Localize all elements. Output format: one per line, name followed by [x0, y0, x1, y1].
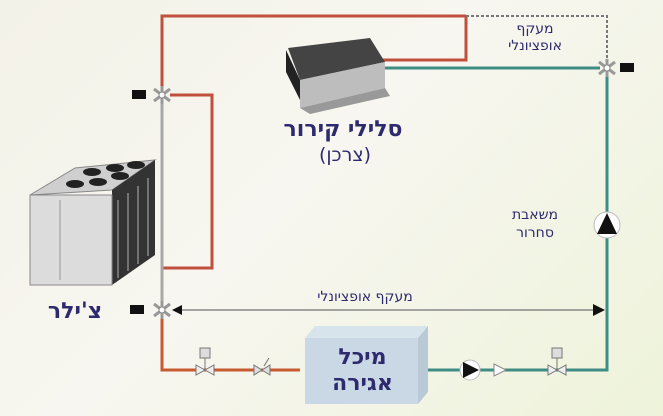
actuator-icon — [620, 63, 634, 72]
cooling-coils-label: סלילי קירור — [283, 117, 403, 142]
chiller-label: צ'ילר — [47, 299, 103, 324]
fan-coil-unit-icon — [286, 38, 390, 114]
bypass-arrow-left-head — [172, 305, 182, 315]
actuator-icon — [130, 305, 144, 314]
three-way-valve-icon[interactable] — [153, 301, 171, 319]
motorized-valve-icon[interactable] — [195, 347, 215, 376]
motorized-valve-icon[interactable] — [547, 347, 567, 376]
bypass-top-label-line2: אופציונלי — [508, 38, 562, 54]
tank-label-line2: אגירה — [332, 371, 393, 396]
bypass-top-dotted — [466, 15, 608, 62]
tank-label-line1: מיכל — [338, 345, 387, 370]
three-way-valve-icon[interactable] — [598, 59, 616, 77]
storage-tank — [305, 326, 428, 404]
consumer-label: (צרכן) — [318, 144, 372, 166]
return-pipes — [378, 66, 609, 372]
chiller-unit-icon — [29, 159, 157, 286]
strainer-icon[interactable] — [253, 357, 271, 376]
pump-icon[interactable] — [459, 359, 481, 381]
check-valve-icon[interactable] — [493, 363, 508, 377]
bypass-top-label-line1: מעקף — [516, 21, 554, 37]
supply-pipes — [160, 14, 468, 372]
actuator-icon — [132, 90, 146, 99]
pump-label-line1: משאבת — [511, 207, 559, 223]
bypass-bottom-label: מעקף אופציונלי — [317, 289, 413, 305]
three-way-valve-icon[interactable] — [153, 86, 171, 104]
circulation-pump-icon[interactable] — [593, 211, 621, 239]
pump-label-line2: סחרור — [516, 225, 554, 241]
